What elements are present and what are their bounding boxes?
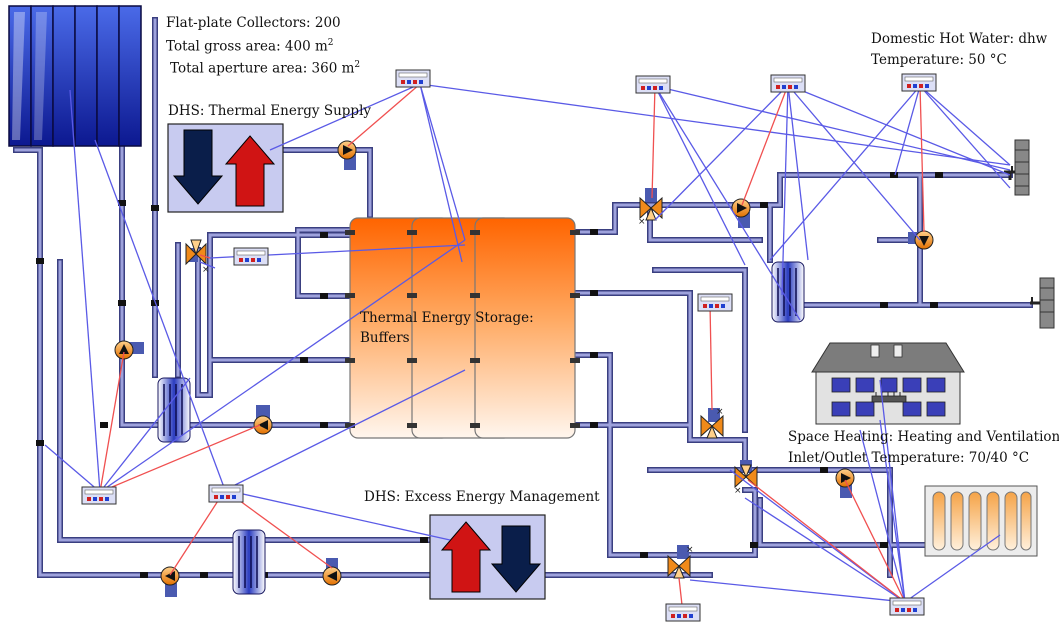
svg-text:×: × <box>734 486 742 496</box>
pump-icon <box>114 340 144 360</box>
thermal-energy-supply-panel <box>167 123 284 213</box>
pipe-network <box>13 17 1033 578</box>
three-way-valve-icon: × <box>638 188 663 227</box>
gross-area-unit-exponent: 2 <box>327 38 334 48</box>
thermal-energy-storage-buffers <box>345 217 580 439</box>
pump-icon <box>322 558 342 586</box>
controller-icon <box>889 597 925 616</box>
controller-icon <box>395 69 431 88</box>
controller-icon <box>770 74 806 93</box>
storage-label-line2: Buffers <box>360 330 410 346</box>
pump-icon <box>253 405 273 435</box>
gross-area-label: Total gross area: 400 m2 <box>166 34 334 57</box>
three-way-valve-icon: × <box>185 239 210 275</box>
pump-icon <box>835 468 855 498</box>
controller-icon <box>665 603 701 622</box>
svg-text:×: × <box>202 265 210 275</box>
excess-energy-label: DHS: Excess Energy Management <box>364 489 600 505</box>
inlet-outlet-temperature-label: Inlet/Outlet Temperature: 70/40 °C <box>788 450 1030 466</box>
cold-water-tap-icon <box>1030 277 1055 329</box>
excess-energy-management-panel <box>429 514 546 600</box>
heat-exchanger-icon <box>771 261 805 323</box>
dhw-temperature-label: Temperature: 50 °C <box>871 52 1007 68</box>
controller-icon <box>81 486 117 505</box>
pump-icon <box>337 140 357 170</box>
three-way-valve-icon: × <box>700 407 724 439</box>
controller-icon <box>697 293 733 312</box>
hot-water-tap-icon <box>1004 139 1030 196</box>
svg-text:×: × <box>716 407 724 417</box>
pump-icon <box>731 198 751 228</box>
pump-icon <box>908 230 934 250</box>
storage-label-line1: Thermal Energy Storage: <box>360 310 534 326</box>
control-signal-lines <box>44 83 1011 606</box>
heat-exchanger-icon <box>232 529 266 595</box>
svg-text:×: × <box>638 217 646 227</box>
building-icon <box>811 342 965 425</box>
controller-icon <box>233 247 269 266</box>
pump-icon <box>160 566 180 597</box>
space-heating-label: Space Heating: Heating and Ventilation <box>788 429 1059 445</box>
radiator-icon <box>924 485 1038 557</box>
aperture-area-text: Total aperture area: 360 m <box>170 60 355 77</box>
three-way-valve-icon: × <box>667 545 694 579</box>
flat-plate-collector-array <box>8 5 142 147</box>
controller-icon <box>208 484 244 503</box>
gross-area-text: Total gross area: 400 m <box>166 38 328 55</box>
domestic-hot-water-label: Domestic Hot Water: dhw <box>871 31 1048 47</box>
controller-icon <box>635 75 671 94</box>
collectors-count-label: Flat-plate Collectors: 200 <box>166 15 341 31</box>
svg-text:×: × <box>686 545 694 555</box>
aperture-area-label: Total aperture area: 360 m2 <box>170 56 360 79</box>
controller-icon <box>901 73 937 92</box>
aperture-area-unit-exponent: 2 <box>354 60 361 70</box>
thermal-energy-supply-label: DHS: Thermal Energy Supply <box>168 103 372 119</box>
